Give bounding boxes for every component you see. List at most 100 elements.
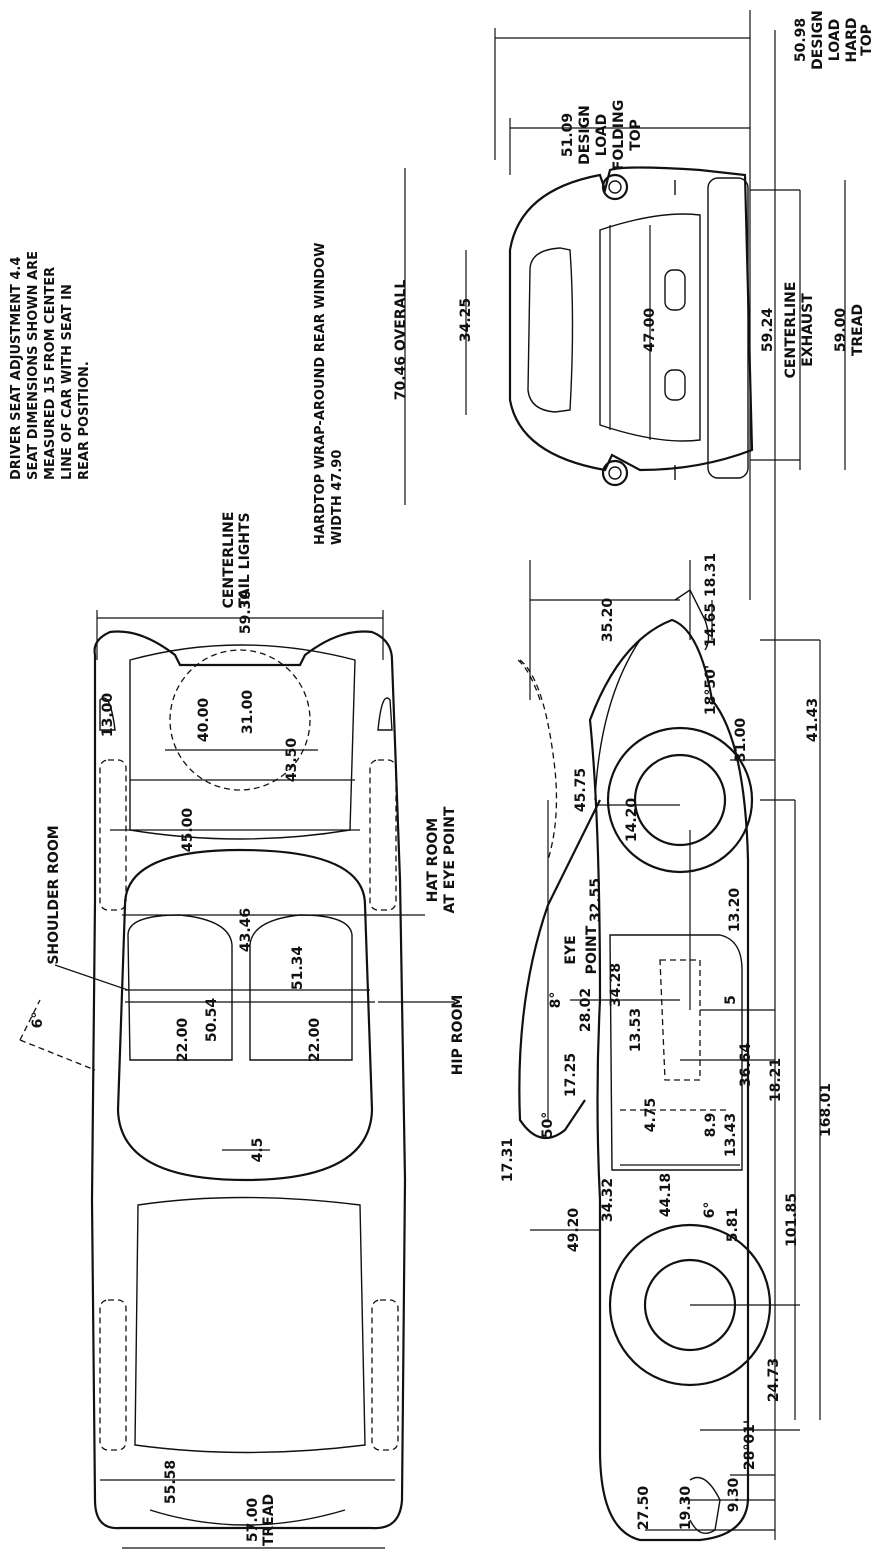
dim-17-31: 17.31 xyxy=(500,1138,516,1182)
dim-43-46: 43.46 xyxy=(238,908,254,952)
side-dimension-lines xyxy=(529,30,821,1540)
dim-59-24: 59.24 xyxy=(760,308,776,353)
side-seat xyxy=(620,959,730,1111)
dim-55-58: 55.58 xyxy=(163,1460,179,1504)
dim-34-28: 34.28 xyxy=(608,963,624,1007)
driver-seat-note-2: SEAT DIMENSIONS SHOWN ARE xyxy=(26,251,41,480)
dim-22-00-right: 22.00 xyxy=(307,1018,323,1063)
side-rear-wheel xyxy=(633,753,727,847)
top-windshield-angle xyxy=(19,999,96,1071)
hard-top-top: TOP xyxy=(859,24,872,56)
rear-dimension-lines xyxy=(404,10,846,600)
top-tail-light-left xyxy=(99,697,116,731)
dim-14-65: 14.65 xyxy=(703,603,719,647)
driver-seat-note-4: LINE OF CAR WITH SEAT IN xyxy=(60,284,75,480)
dim-45-00: 45.00 xyxy=(180,808,196,853)
dim-44-18: 44.18 xyxy=(658,1173,674,1217)
dim-4-5: 4.5 xyxy=(250,1138,266,1163)
dim-27-50: 27.50 xyxy=(636,1486,652,1531)
top-tail-light-right xyxy=(377,697,393,731)
dim-36-64: 36.64 xyxy=(738,1043,754,1088)
top-body-outline xyxy=(90,630,407,1530)
rear-exhaust-top-inner xyxy=(608,180,622,194)
dim-14-20: 14.20 xyxy=(624,798,640,843)
top-cockpit xyxy=(116,848,374,1182)
dim-5-81: 5.81 xyxy=(725,1208,741,1243)
rear-body-outline xyxy=(508,166,754,472)
hard-top-load: LOAD xyxy=(827,19,843,61)
tread-label-front: TREAD xyxy=(850,304,866,356)
angle-8: 8° xyxy=(548,992,564,1009)
dim-24-73: 24.73 xyxy=(766,1358,782,1402)
rear-exhaust-bottom-inner xyxy=(608,466,622,480)
dim-22-00-left: 22.00 xyxy=(175,1018,191,1063)
rear-window xyxy=(527,247,574,413)
side-door xyxy=(609,934,743,1171)
dim-28-02: 28.02 xyxy=(578,988,594,1032)
rear-labels: 70.46 OVERALL 34.25 47.00 59.24 CENTERLI… xyxy=(393,10,872,400)
hard-top-design: DESIGN xyxy=(810,10,826,70)
side-body-outline xyxy=(588,618,750,1542)
dim-31-00-side: 31.00 xyxy=(733,718,749,763)
driver-seat-note-1: DRIVER SEAT ADJUSTMENT 4.4 xyxy=(9,257,24,480)
notes: DRIVER SEAT ADJUSTMENT 4.4 SEAT DIMENSIO… xyxy=(9,243,345,545)
folding-top-top: TOP xyxy=(628,119,644,151)
eye-label: EYE xyxy=(563,935,579,964)
overall-70-46: 70.46 OVERALL xyxy=(393,280,409,401)
dim-13-20: 13.20 xyxy=(727,888,743,933)
top-wheel-fr xyxy=(371,1299,399,1451)
dim-35-20: 35.20 xyxy=(600,598,616,643)
dim-13-43: 13.43 xyxy=(723,1113,739,1157)
top-wheel-rl xyxy=(99,759,127,911)
hip-room-label: HIP ROOM xyxy=(450,995,466,1076)
dim-45-75: 45.75 xyxy=(573,768,589,812)
centerline-exhaust-1: CENTERLINE xyxy=(783,282,799,379)
top-hood xyxy=(134,1196,366,1454)
top-spare-circle xyxy=(169,649,311,791)
hardtop-note-2: WIDTH 47.90 xyxy=(330,450,345,545)
hat-room-label-1: HAT ROOM xyxy=(425,818,441,902)
dim-101-85: 101.85 xyxy=(784,1193,800,1247)
centerline-tail-lights-2: TAIL LIGHTS xyxy=(237,512,253,607)
dim-17-25: 17.25 xyxy=(563,1053,579,1097)
rear-exhaust-top xyxy=(601,173,629,201)
rear-deck xyxy=(599,213,701,442)
dim-18-31: 18.31 xyxy=(703,553,719,597)
centerline-tail-lights-1: CENTERLINE xyxy=(221,512,237,609)
side-folding-top xyxy=(517,659,558,861)
side-front-bumper xyxy=(689,1476,721,1534)
angle-28-01: 28°01' xyxy=(742,1420,758,1470)
hat-room-label-2: AT EYE POINT xyxy=(442,806,458,913)
angle-18-50: 18°50' xyxy=(703,665,719,715)
tread-59-00: 59.00 xyxy=(833,308,849,353)
dim-13-00: 13.00 xyxy=(100,693,116,738)
angle-50: 50° xyxy=(540,1112,556,1138)
rear-exhaust-bottom xyxy=(601,459,629,487)
dim-168-01: 168.01 xyxy=(818,1083,834,1137)
dim-8-9: 8.9 xyxy=(703,1113,719,1138)
point-label: POINT xyxy=(584,925,600,974)
rear-bumper xyxy=(707,177,749,479)
dim-47-00: 47.00 xyxy=(642,308,658,353)
side-rear-bumper xyxy=(674,588,710,651)
dim-59-30: 59.30 xyxy=(238,590,254,635)
dim-5-0: 5 xyxy=(723,995,739,1005)
dim-4-75: 4.75 xyxy=(643,1098,659,1133)
driver-seat-note-3: MEASURED 15 FROM CENTER xyxy=(43,267,58,480)
dim-34-32: 34.32 xyxy=(600,1178,616,1222)
side-labels: 18.31 14.65 35.20 18°50' 31.00 41.43 45.… xyxy=(500,553,834,1530)
driver-seat-note-5: REAR POSITION. xyxy=(77,361,92,480)
angle-6-side: 6° xyxy=(702,1202,718,1219)
hard-top-hard: HARD xyxy=(844,18,860,63)
top-front-grille xyxy=(149,1509,346,1526)
tread-57-00: 57.00 xyxy=(245,1498,261,1543)
hardtop-note-1: HARDTOP WRAP-AROUND REAR WINDOW xyxy=(313,243,328,545)
side-rear-wheel-arch xyxy=(606,726,754,874)
side-windshield xyxy=(518,799,601,1140)
folding-top-design: DESIGN xyxy=(577,105,593,165)
dim-40-00: 40.00 xyxy=(196,698,212,743)
angle-6-top: 6° xyxy=(30,1012,46,1029)
centerline-exhaust-2: EXHAUST xyxy=(800,293,816,367)
dim-19-30: 19.30 xyxy=(678,1486,694,1531)
